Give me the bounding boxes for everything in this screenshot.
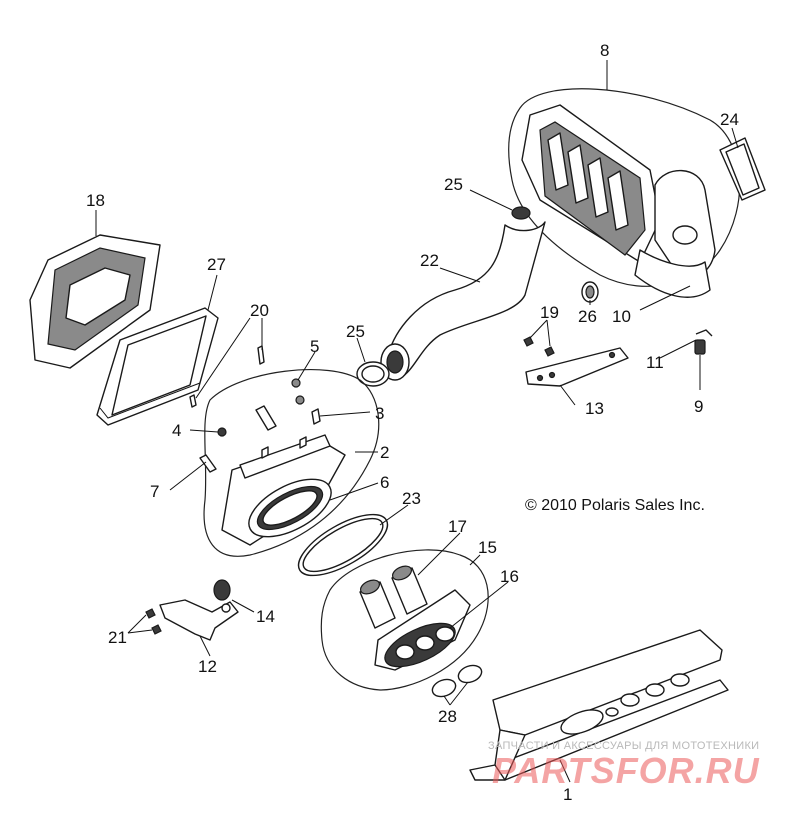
callout-6: 6 bbox=[380, 473, 389, 492]
callout-19: 19 bbox=[540, 303, 559, 322]
skid-plate bbox=[469, 629, 729, 781]
callout-27: 27 bbox=[207, 255, 226, 274]
callout-9: 9 bbox=[694, 397, 703, 416]
callout-12: 12 bbox=[198, 657, 217, 676]
callout-28: 28 bbox=[438, 707, 457, 726]
hardware-small bbox=[199, 378, 321, 473]
callout-18: 18 bbox=[86, 191, 105, 210]
airbox-cover bbox=[29, 234, 161, 369]
callout-14: 14 bbox=[256, 607, 275, 626]
clamp-top bbox=[511, 206, 531, 220]
callout-25-top: 25 bbox=[444, 175, 463, 194]
callout-7: 7 bbox=[150, 482, 159, 501]
callout-16: 16 bbox=[500, 567, 519, 586]
bracket-13 bbox=[525, 347, 629, 387]
airbox-assembly bbox=[508, 88, 741, 298]
copyright-notice: © 2010 Polaris Sales Inc. bbox=[525, 497, 705, 514]
callout-10: 10 bbox=[612, 307, 631, 326]
callout-23: 23 bbox=[402, 489, 421, 508]
callout-5: 5 bbox=[310, 337, 319, 356]
leader-lines bbox=[95, 60, 739, 783]
clamps-28 bbox=[431, 664, 483, 698]
air-filter bbox=[96, 307, 219, 426]
callout-21: 21 bbox=[108, 628, 127, 647]
gasket-part bbox=[719, 137, 766, 201]
callout-11: 11 bbox=[646, 353, 664, 372]
callout-20: 20 bbox=[250, 301, 269, 320]
callout-1: 1 bbox=[563, 785, 572, 804]
callout-15: 15 bbox=[478, 538, 497, 557]
callout-3: 3 bbox=[375, 404, 384, 423]
callout-labels: 1 2 3 4 5 6 7 8 9 10 11 12 13 14 15 16 1… bbox=[86, 41, 739, 804]
callout-22: 22 bbox=[420, 251, 439, 270]
callout-13: 13 bbox=[585, 399, 604, 418]
intake-adapter bbox=[320, 549, 489, 691]
intake-housing bbox=[203, 368, 380, 557]
callout-8: 8 bbox=[600, 41, 609, 60]
callout-2: 2 bbox=[380, 443, 389, 462]
intake-duct bbox=[380, 221, 546, 381]
watermark-tagline: ЗАПЧАСТИ И АКСЕССУАРЫ ДЛЯ МОТОТЕХНИКИ bbox=[488, 740, 760, 752]
clamp-lower bbox=[356, 361, 390, 387]
watermark-brand: PARTSFOR.RU bbox=[492, 750, 760, 791]
callout-24: 24 bbox=[720, 110, 739, 129]
small-fittings bbox=[581, 281, 713, 355]
bracket-12 bbox=[145, 579, 239, 641]
screws-20 bbox=[189, 345, 265, 408]
callout-26: 26 bbox=[578, 307, 597, 326]
callout-4: 4 bbox=[172, 421, 181, 440]
bolts-19 bbox=[523, 336, 555, 357]
callout-25-lower: 25 bbox=[346, 322, 365, 341]
callout-17: 17 bbox=[448, 517, 467, 536]
